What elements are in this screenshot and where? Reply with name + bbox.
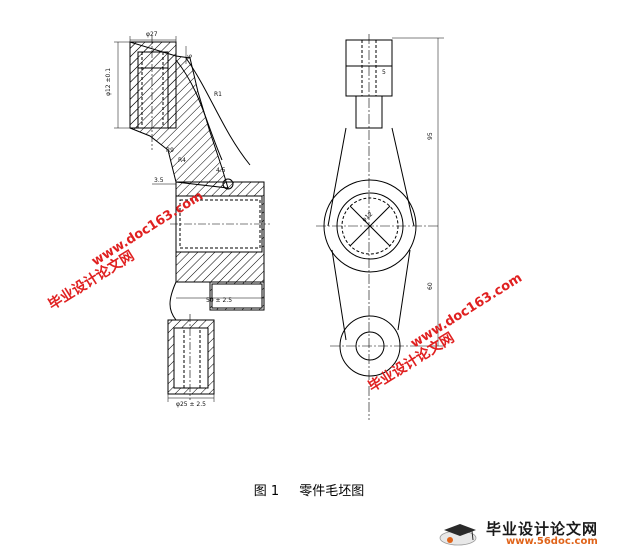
dim-step: 3.5 (154, 177, 164, 184)
dim-r-small: R9 (166, 147, 174, 154)
figure-number: 图 1 (253, 484, 280, 499)
dim-bore-right: 4.5 (216, 167, 226, 174)
left-dimension-lines (114, 36, 264, 402)
dim-top-diameter: φ27 (146, 31, 158, 38)
right-dimension-texts: 95 60 5 φ12 (361, 69, 434, 290)
left-section-view (129, 36, 270, 400)
logo-title: 毕业设计论文网 (486, 520, 599, 538)
figure-caption: 图 1 零件毛坯图 (0, 480, 618, 499)
left-dimension-texts: φ27 φ12 ±0.1 6 R4 R9 R1 3.5 4.5 50 ± 2.5… (105, 31, 232, 408)
site-logo: 毕业设计论文网 www.56doc.com (436, 518, 616, 548)
figure-title: 零件毛坯图 (299, 484, 365, 499)
dim-bottom-diameter: φ25 ± 2.5 (176, 401, 206, 408)
dim-length-lower: 60 (427, 282, 434, 290)
dim-right-depth: 6 (187, 54, 194, 58)
right-projection-view (316, 34, 444, 420)
watermark-url-right: www.doc163.com (408, 271, 525, 352)
dim-left-height: φ12 ±0.1 (105, 68, 112, 96)
dim-fillet: R1 (214, 91, 222, 98)
mortarboard-icon (439, 524, 477, 546)
dim-hub: 50 ± 2.5 (206, 297, 232, 304)
logo-url: www.56doc.com (506, 536, 598, 547)
dim-length-upper: 95 (427, 132, 434, 140)
dim-hole: φ12 (361, 211, 375, 224)
watermarks: 毕业设计论文网 www.doc163.com 毕业设计论文网 www.doc16… (45, 189, 525, 396)
dim-slot: 5 (382, 69, 386, 76)
dim-r-big: R4 (178, 157, 186, 164)
